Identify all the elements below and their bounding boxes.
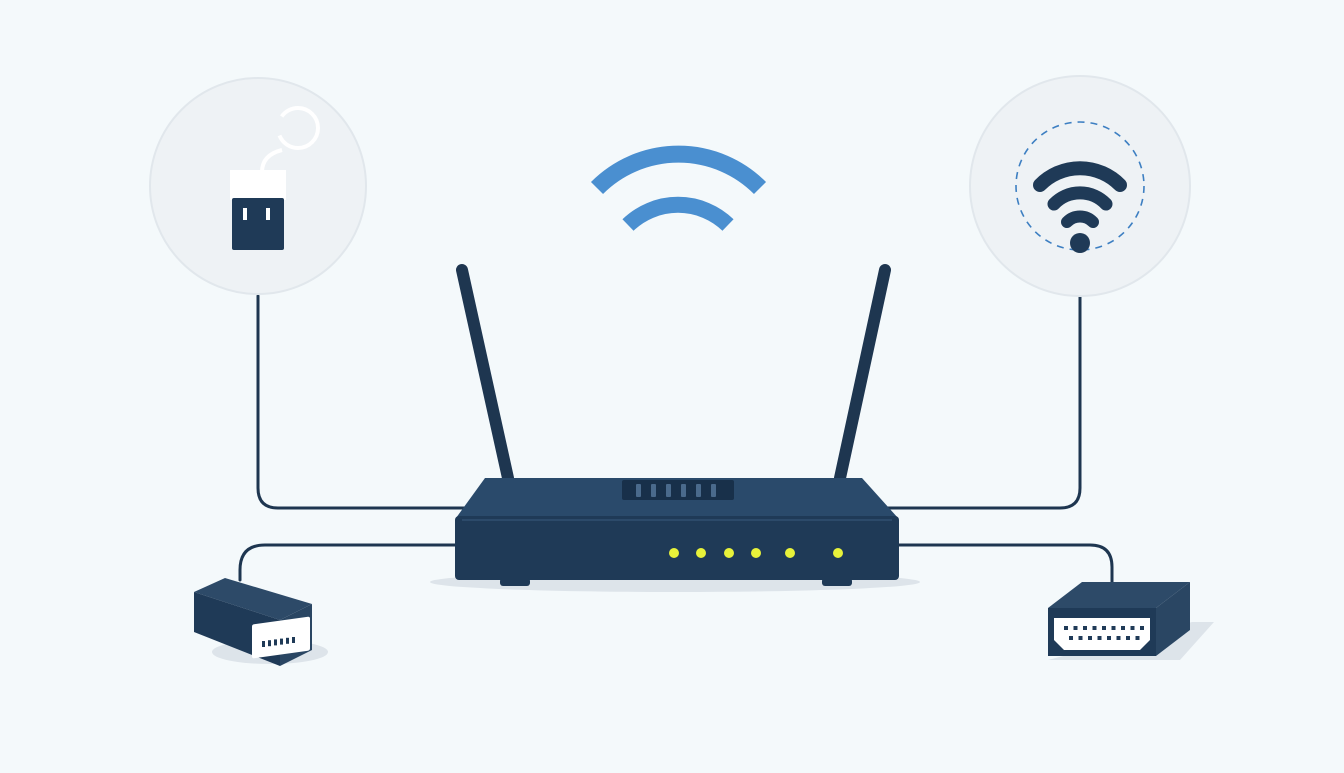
router-foot-left (500, 578, 530, 586)
hdmi-pin (1121, 626, 1125, 630)
cable-usb-badge-to-router (256, 294, 472, 510)
router-vent-slot (696, 484, 701, 497)
wifi-icon (969, 75, 1191, 297)
wifi-badge-circle (969, 75, 1191, 297)
hdmi-side-face (1156, 582, 1190, 656)
ethernet-pin (286, 637, 289, 644)
ethernet-pin (262, 641, 265, 647)
cable-wifi-badge-to-router (878, 294, 1082, 510)
plug-body (232, 198, 284, 250)
router-foot-right (822, 578, 852, 586)
wifi-dashed-ring (1015, 121, 1145, 251)
hdmi-pin (1073, 626, 1078, 630)
wireless-router-icon (430, 264, 920, 592)
hdmi-pins (1064, 626, 1144, 640)
ethernet-port (252, 616, 310, 659)
ethernet-pin (268, 640, 271, 647)
plug-cord-loop (276, 106, 320, 150)
wifi-dot (1070, 233, 1090, 253)
wifi-signal-waves-icon (590, 145, 767, 231)
antenna-right (834, 264, 891, 484)
hdmi-pin (1140, 626, 1144, 630)
hdmi-top-face (1048, 582, 1190, 608)
hdmi-pin (1107, 636, 1111, 640)
hdmi-pin (1088, 636, 1092, 640)
hdmi-port (1054, 618, 1150, 650)
router-vent-slot (651, 484, 656, 497)
hdmi-pin (1064, 626, 1068, 630)
plug-pin-left (243, 208, 247, 220)
ethernet-pin (274, 639, 277, 646)
hdmi-pin (1111, 626, 1116, 630)
cables (238, 294, 1114, 584)
cable-router-to-hdmi-adapter (886, 543, 1114, 584)
wifi-arc-middle (1047, 186, 1113, 211)
router-status-led (785, 548, 795, 558)
router-vent-slot (636, 484, 641, 497)
hdmi-adapter-icon (1048, 582, 1214, 660)
hdmi-pin (1116, 636, 1121, 640)
router-status-led (751, 548, 761, 558)
ethernet-top-face (194, 578, 312, 620)
hdmi-pin (1092, 626, 1097, 630)
hdmi-pin (1135, 636, 1140, 640)
ethernet-pin (280, 638, 283, 645)
hdmi-pin (1126, 636, 1130, 640)
ethernet-pins (262, 637, 295, 647)
ethernet-pin (292, 637, 295, 643)
router-vent-plate (622, 480, 734, 500)
signal-wave-outer (590, 145, 767, 195)
signal-wave-inner (622, 196, 734, 231)
plug-pin-right (266, 208, 270, 220)
router-status-led (833, 548, 843, 558)
ethernet-adapter-icon (194, 578, 328, 666)
hdmi-pin (1130, 626, 1135, 630)
wifi-arc-outer (1033, 161, 1127, 192)
router-status-led (724, 548, 734, 558)
router-front-panel (455, 516, 899, 580)
router-leds (669, 548, 843, 558)
router-status-led (696, 548, 706, 558)
hdmi-pin (1097, 636, 1102, 640)
hdmi-pin (1083, 626, 1087, 630)
hdmi-pin (1069, 636, 1073, 640)
router-vent-slot (681, 484, 686, 497)
router-vents (636, 484, 716, 497)
cable-router-to-ethernet-adapter (238, 543, 464, 582)
router-vent-slot (666, 484, 671, 497)
wifi-arc-inner (1061, 210, 1099, 228)
plug-cord (260, 148, 283, 173)
router-vent-slot (711, 484, 716, 497)
plug-cap (230, 170, 286, 200)
hdmi-pin (1102, 626, 1106, 630)
usb-power-plug-icon (149, 77, 367, 295)
antenna-left (456, 264, 514, 484)
hdmi-pin (1078, 636, 1083, 640)
router-status-led (669, 548, 679, 558)
